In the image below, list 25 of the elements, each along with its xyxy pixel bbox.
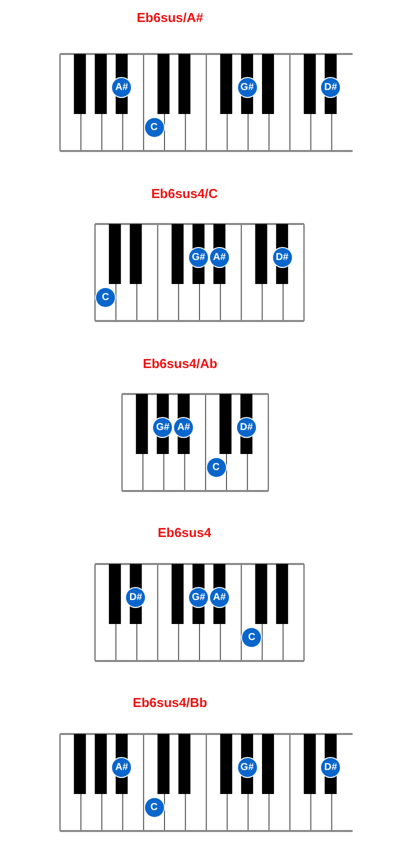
note-marker: G# [189, 248, 208, 266]
note-marker: D# [236, 418, 256, 436]
note-marker: D# [321, 78, 340, 96]
note-marker: C [96, 288, 115, 306]
note-marker: A# [210, 588, 229, 606]
chord-title: Eb6sus4/Bb [132, 695, 208, 710]
note-marker: G# [153, 418, 172, 436]
note-marker: G# [189, 588, 208, 606]
chord-title: Eb6sus4/Ab [142, 356, 218, 371]
note-marker: D# [272, 248, 292, 266]
note-marker: G# [238, 78, 257, 96]
note-marker: C [242, 628, 262, 646]
note-marker: D# [321, 758, 340, 776]
note-marker: A# [210, 248, 229, 266]
chord-title: Eb6sus4 [158, 525, 212, 540]
note-marker: C [144, 798, 164, 816]
chord-title: Eb6sus/A# [136, 10, 204, 25]
note-marker: A# [174, 418, 194, 436]
note-marker: A# [112, 758, 132, 776]
note-marker: A# [112, 78, 132, 96]
note-marker: D# [126, 588, 146, 606]
chord-title: Eb6sus4/C [151, 186, 218, 201]
note-marker: C [144, 118, 164, 136]
note-marker: G# [238, 758, 257, 776]
note-marker: C [206, 458, 226, 476]
